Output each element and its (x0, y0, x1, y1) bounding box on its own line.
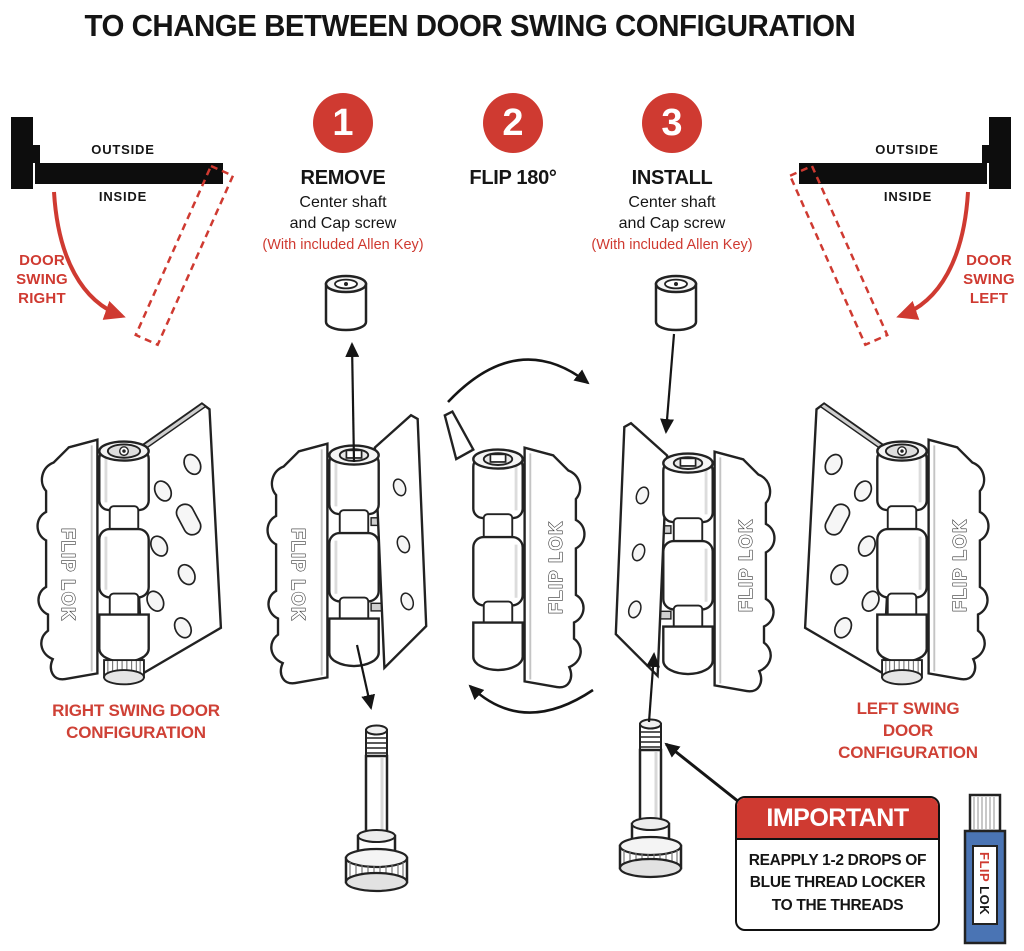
inside-label-left-swing: INSIDE (883, 189, 933, 204)
bottle-label (972, 845, 998, 925)
center-shaft-install (618, 718, 683, 879)
bottle-brand-text: FLIPLOK (977, 852, 992, 915)
step-1-subtitle: Center shaft and Cap screw (289, 194, 397, 232)
important-callout-arrow (664, 742, 740, 804)
hinge-brand-text: FLIP LOK (950, 518, 970, 612)
open-door-outline (788, 164, 889, 347)
door-swing-left-label: DOOR SWING LEFT (963, 252, 1015, 307)
door-swing-right-label: DOOR SWING RIGHT (16, 252, 68, 307)
step-2-title: FLIP 180° (469, 167, 557, 189)
swing-left-arrow (896, 191, 970, 320)
center-shaft-remove (344, 724, 409, 893)
door-swing-right-diagram (11, 117, 235, 347)
inside-label-right-swing: INSIDE (98, 189, 148, 204)
step-1-badge: 1 (313, 93, 373, 153)
door-swing-left-diagram (788, 117, 1011, 347)
page-title: TO CHANGE BETWEEN DOOR SWING CONFIGURATI… (84, 8, 856, 43)
hinge-brand-text: FLIP LOK (288, 528, 308, 622)
step-1-number: 1 (332, 101, 354, 144)
arrow-remove-center-shaft (355, 644, 376, 710)
open-door-outline (134, 164, 235, 347)
important-title: IMPORTANT (737, 798, 938, 840)
step-1-title: REMOVE (300, 167, 386, 189)
step-2-number: 2 (502, 101, 524, 144)
thread-locker-bottle: FLIPLOK (963, 793, 1007, 945)
swing-right-arrow (52, 191, 126, 320)
right-swing-config-label: RIGHT SWING DOOR CONFIGURATION (52, 701, 220, 742)
step-3-note: (With included Allen Key) (591, 237, 753, 253)
step-3-subtitle: Center shaft and Cap screw (618, 194, 726, 232)
step-3-title: INSTALL (631, 167, 713, 189)
cap-screw-install (654, 274, 698, 332)
arrow-install-cap-screw (660, 333, 676, 434)
outside-label-left-swing: OUTSIDE (875, 142, 939, 157)
step-1-note: (With included Allen Key) (262, 237, 424, 253)
important-callout: IMPORTANT REAPPLY 1-2 DROPS OF BLUE THRE… (735, 796, 940, 932)
rotation-arrow-bottom (468, 684, 594, 714)
hinge-brand-text: FLIP LOK (736, 518, 756, 612)
outside-label-right-swing: OUTSIDE (91, 142, 155, 157)
hinge-brand-text: FLIP LOK (58, 528, 78, 622)
left-swing-config-label: LEFT SWING DOOR CONFIGURATION (838, 699, 978, 762)
cap-screw-remove (324, 274, 368, 332)
step-3-number: 3 (661, 101, 683, 144)
important-body-text: REAPPLY 1-2 DROPS OF BLUE THREAD LOCKER … (748, 852, 927, 914)
step-3-badge: 3 (642, 93, 702, 153)
rotation-arrow-top (447, 358, 590, 403)
step-2-badge: 2 (483, 93, 543, 153)
arrow-install-center-shaft (646, 652, 661, 723)
hinge-brand-text: FLIP LOK (546, 520, 566, 614)
arrow-remove-cap-screw (345, 342, 360, 463)
